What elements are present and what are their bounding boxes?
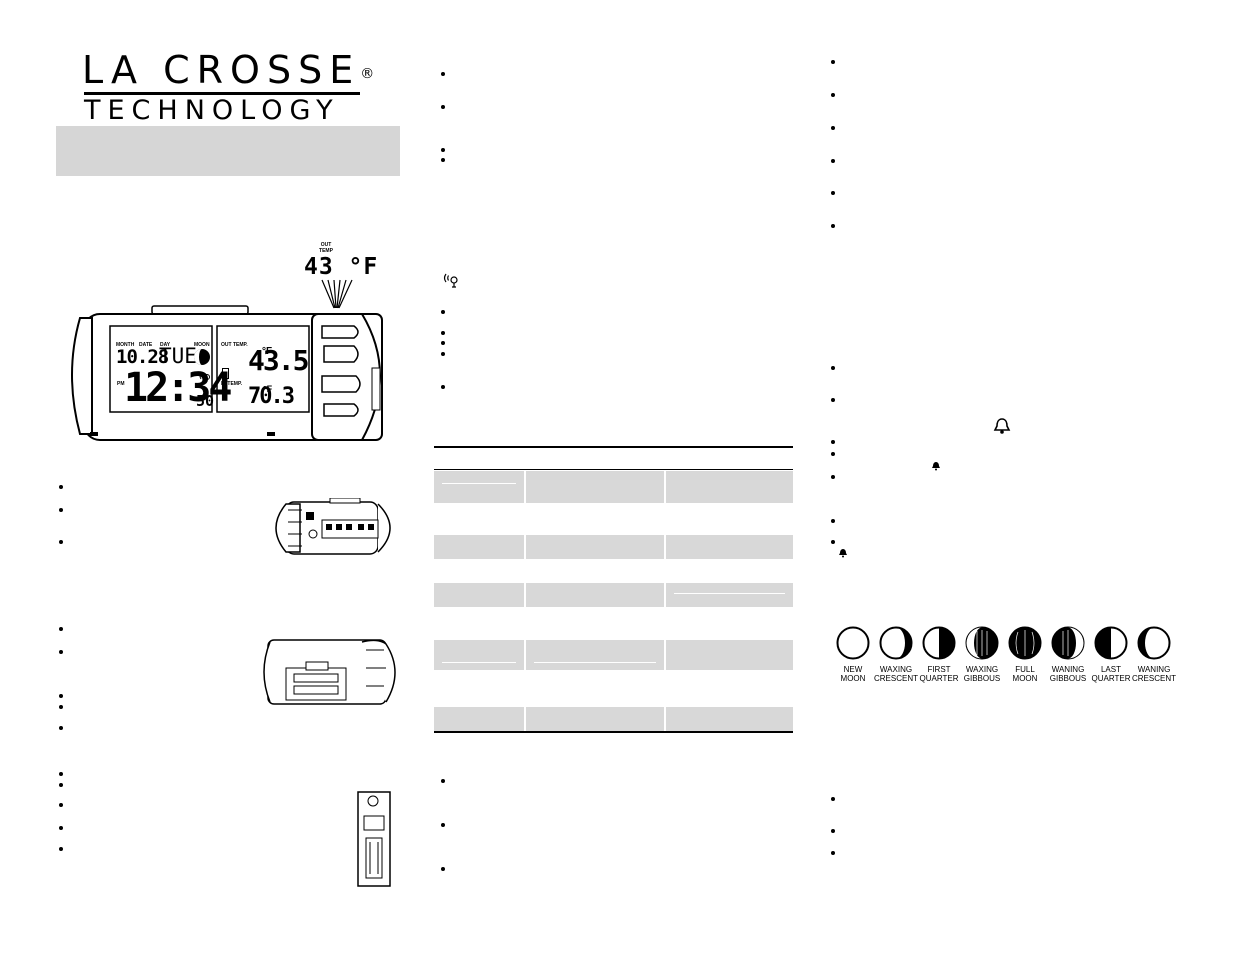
moon-phase-waxing-gibbous: WAXING GIBBOUS [964,626,1000,683]
list-bullet [831,93,835,97]
list-bullet [59,783,63,787]
signal-tower-icon [443,273,458,288]
list-bullet [59,803,63,807]
moon-phase-full: FULL MOON [1008,626,1042,683]
month-label: MONTH [116,342,135,348]
list-bullet [831,126,835,130]
full-moon-icon [1008,626,1042,660]
moon-phase-new: NEW MOON [836,626,870,683]
day-value: TUE [159,344,197,368]
moon-phase-last-quarter: LAST QUARTER [1092,626,1130,683]
outdoor-sensor-illustration [357,791,391,887]
list-bullet [441,148,445,152]
list-bullet [441,385,445,389]
title-banner [56,126,400,176]
list-bullet [59,508,63,512]
waning-gibbous-icon [1051,626,1085,660]
first-quarter-icon [922,626,956,660]
list-bullet [441,867,445,871]
last-quarter-icon [1094,626,1128,660]
projection-value: 43 °F [304,254,379,280]
table-row [434,535,793,559]
pm-label: PM [117,381,125,387]
table-row [434,640,793,670]
in-temp-unit: °F [263,384,273,394]
list-bullet [831,440,835,444]
projection-beam-icon [321,279,353,309]
out-temp-label: OUT TEMP. [221,342,248,348]
moon-phase-icon [194,349,210,365]
table-row [434,707,793,731]
bell-icon [932,462,940,471]
list-bullet [59,847,63,851]
clock-back-view-illustration [275,498,391,555]
waxing-crescent-icon [879,626,913,660]
table-header-rule [434,469,793,470]
list-bullet [441,823,445,827]
list-bullet [59,485,63,489]
moon-phase-waxing-crescent: WAXING CRESCENT [874,626,918,683]
list-bullet [59,826,63,830]
list-bullet [831,797,835,801]
list-bullet [831,366,835,370]
brand-logo-line1: LA CROSSE® [82,48,375,92]
table-row [434,471,793,503]
in-temp-value: 70.3 [248,384,295,409]
date-label: DATE [139,342,153,348]
projection-label: OUT TEMP [319,242,333,254]
in-temp-label: IN TEMP. [221,381,243,387]
seconds-value: 50 [196,392,215,410]
out-temp-unit: °F [262,346,273,357]
projection-clock-illustration [71,305,383,441]
date-value: 10.28 [116,346,169,368]
list-bullet [59,650,63,654]
list-bullet [831,851,835,855]
moon-phase-chart: NEW MOON WAXING CRESCENT FIRST QUARTER W… [832,626,1180,696]
waxing-gibbous-icon [965,626,999,660]
moon-phase-first-quarter: FIRST QUARTER [920,626,958,683]
list-bullet [831,398,835,402]
list-bullet [831,191,835,195]
moon-phase-waning-crescent: WANING CRESCENT [1132,626,1176,683]
waning-crescent-icon [1137,626,1171,660]
bell-icon [839,549,847,558]
out-temp-value: 43.5 [248,344,309,377]
list-bullet [831,60,835,64]
list-bullet [441,352,445,356]
list-bullet [59,726,63,730]
list-bullet [831,540,835,544]
list-bullet [441,310,445,314]
signal-tower-icon [199,372,210,382]
clock-battery-compartment-illustration [263,639,396,705]
list-bullet [831,829,835,833]
list-bullet [59,772,63,776]
list-bullet [441,72,445,76]
day-label: DAY [160,342,171,348]
list-bullet [831,475,835,479]
list-bullet [59,627,63,631]
list-bullet [441,331,445,335]
table-row [434,583,793,607]
list-bullet [59,694,63,698]
new-moon-icon [836,626,870,660]
list-bullet [831,452,835,456]
battery-icon [222,368,229,379]
moon-phase-waning-gibbous: WANING GIBBOUS [1050,626,1086,683]
table-top-rule [434,446,793,448]
logo-divider [84,92,360,95]
table-bottom-rule [434,731,793,733]
list-bullet [441,341,445,345]
brand-logo-line2: TECHNOLOGY [84,95,340,126]
bell-icon [993,418,1011,434]
moon-label: MOON [194,342,210,348]
list-bullet [441,779,445,783]
list-bullet [831,224,835,228]
list-bullet [59,705,63,709]
time-value: 12:34 [124,365,232,411]
list-bullet [441,105,445,109]
list-bullet [831,159,835,163]
list-bullet [441,158,445,162]
list-bullet [831,519,835,523]
list-bullet [59,540,63,544]
